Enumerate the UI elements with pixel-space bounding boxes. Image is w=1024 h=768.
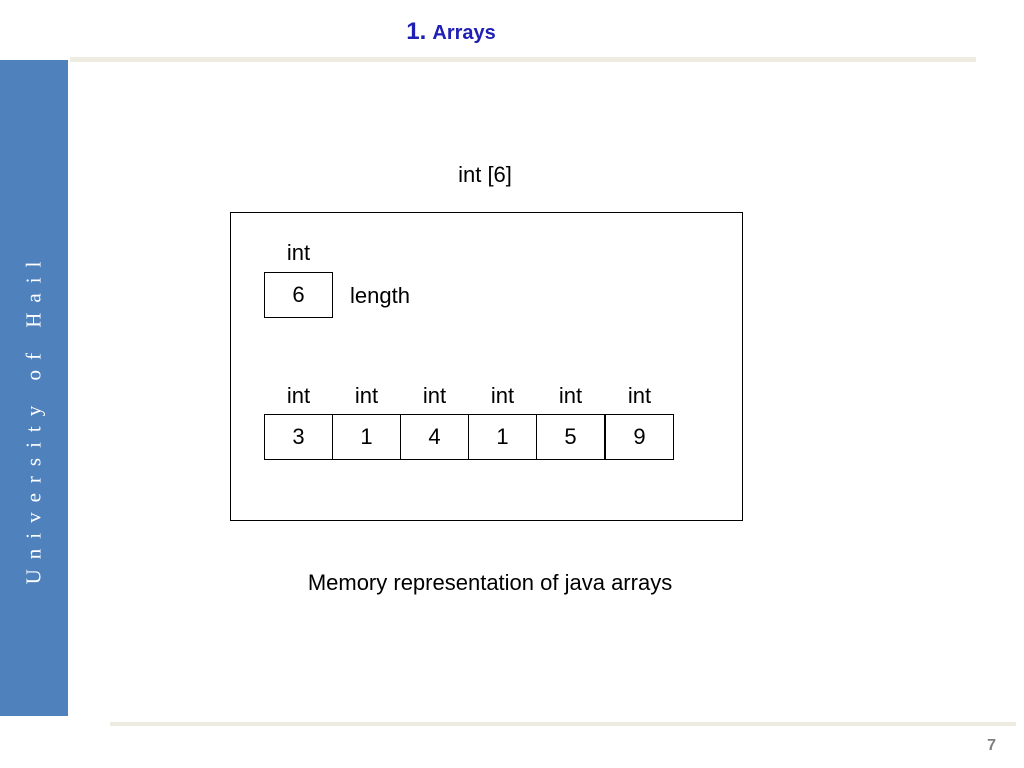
length-type-label: int [286,240,311,265]
array-element-cell: 3 [264,414,333,460]
element-type-label: int [422,383,447,408]
slide-title-number: 1. [406,18,427,45]
page-number: 7 [987,737,996,754]
element-type-label: int [490,383,515,408]
array-element-cell: 5 [536,414,605,460]
array-element-cell: 9 [605,414,674,460]
slide-title: 1. Arrays [0,18,902,46]
element-type-label: int [558,383,583,408]
array-object-box [230,212,743,521]
bottom-divider [110,722,1016,726]
length-cell: 6 [264,272,333,318]
sidebar-band: University of Hail [0,60,68,716]
slide-title-text: Arrays [432,22,496,44]
array-declaration-caption: int [6] [458,162,512,187]
element-type-label: int [354,383,379,408]
length-label: length [350,283,410,308]
top-divider [70,57,976,62]
array-element-cell: 1 [332,414,401,460]
diagram-description: Memory representation of java arrays [307,570,673,595]
element-type-label: int [286,383,311,408]
array-element-cell: 1 [468,414,537,460]
array-element-cell: 4 [400,414,469,460]
element-type-label: int [627,383,652,408]
sidebar-university-name: University of Hail [21,251,46,585]
